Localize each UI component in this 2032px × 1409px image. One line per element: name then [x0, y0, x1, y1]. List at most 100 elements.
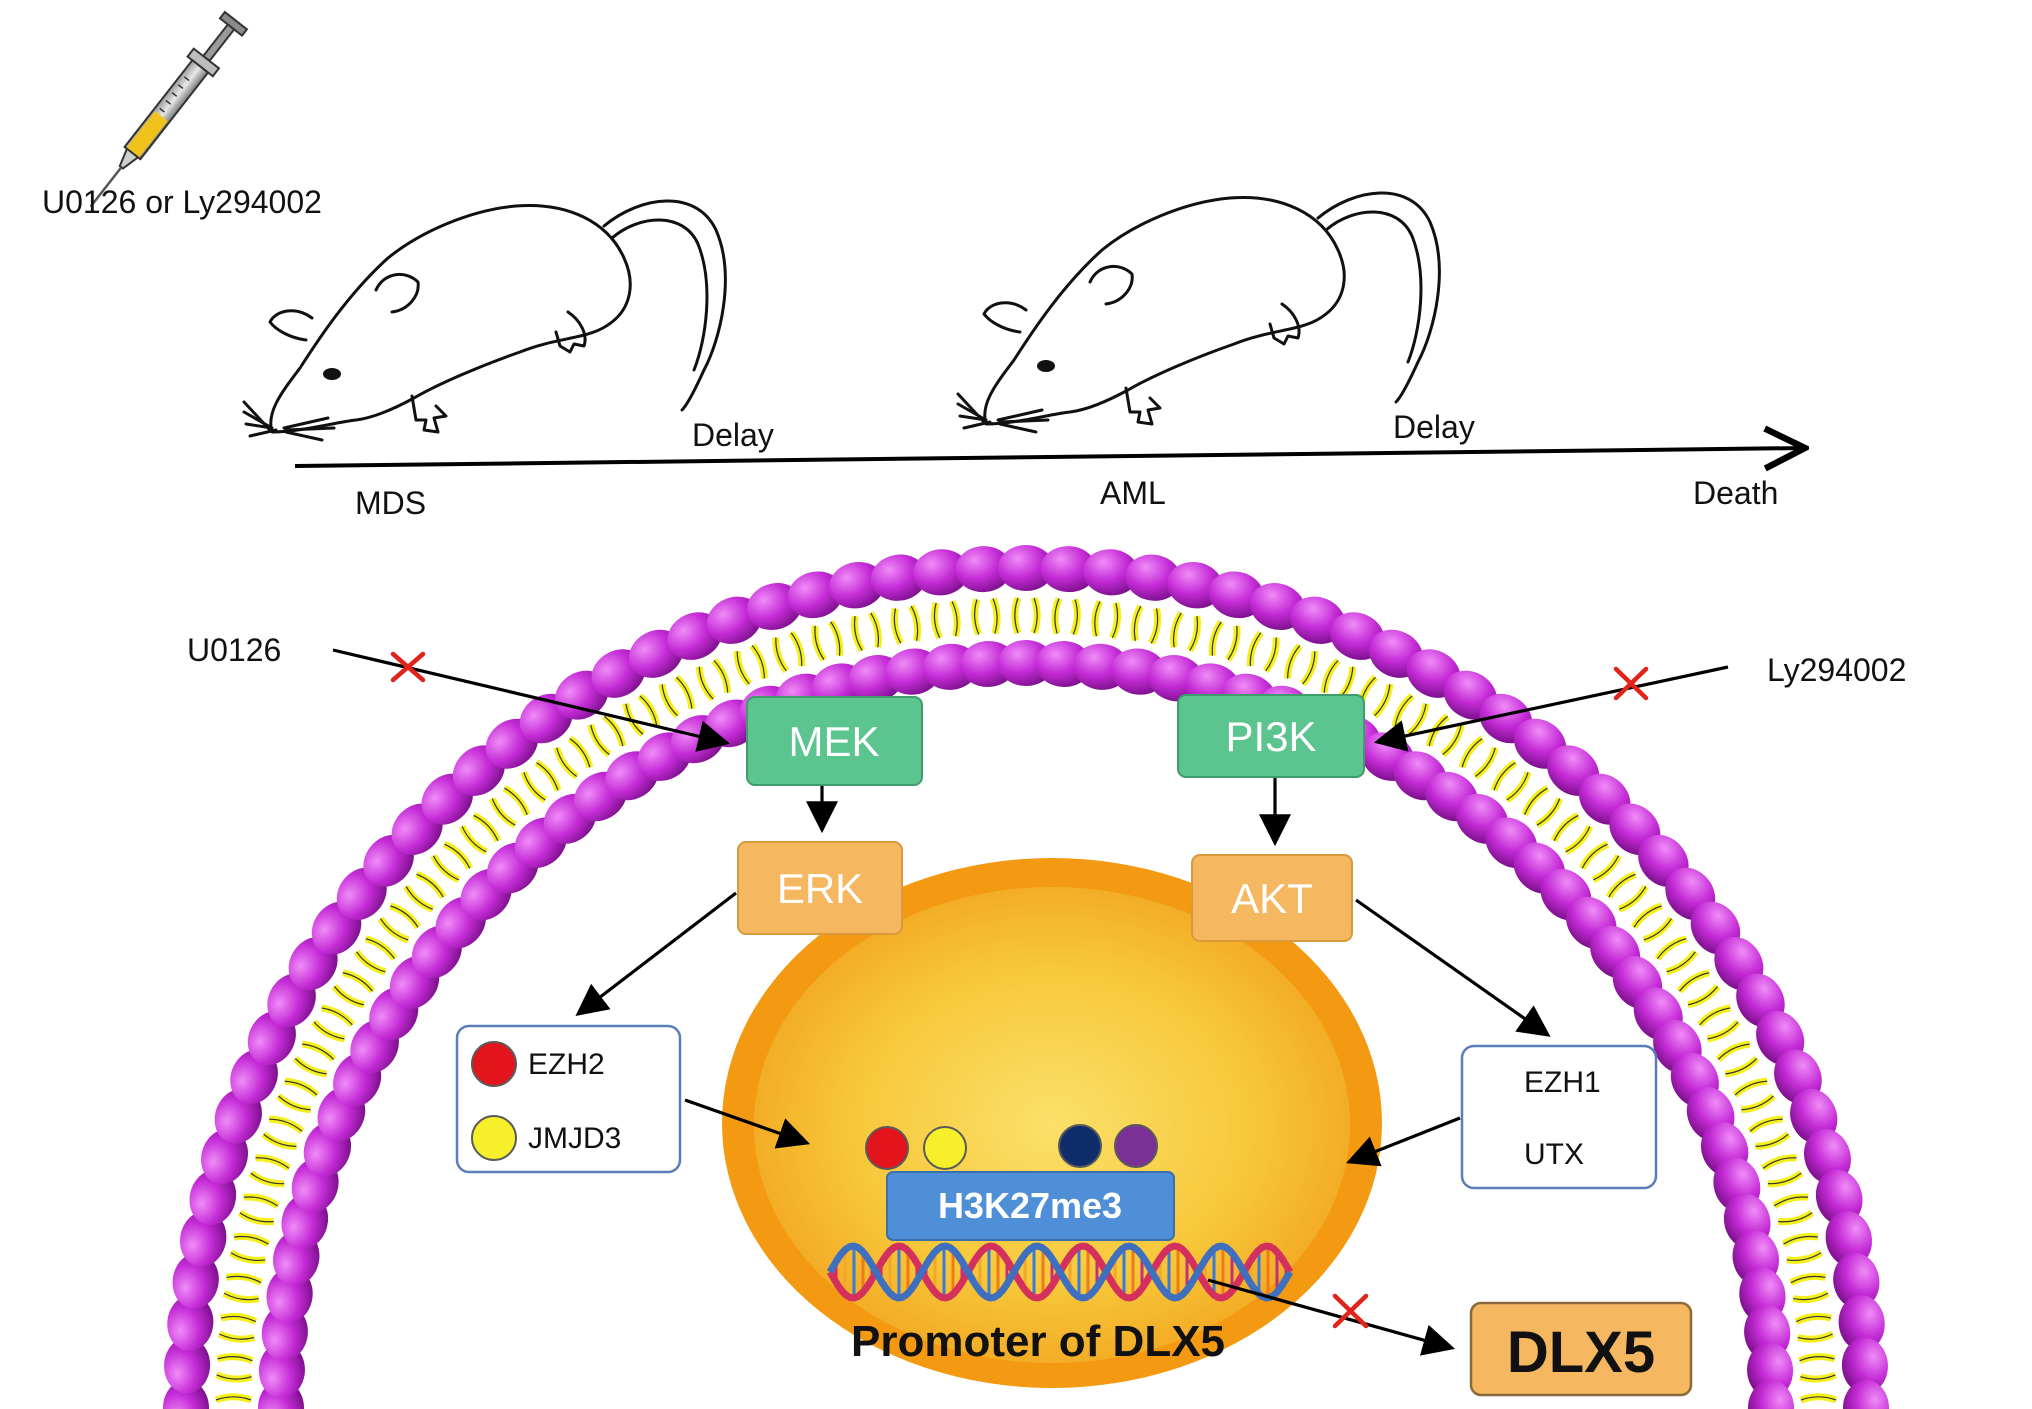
lipid-tail [1617, 884, 1649, 913]
lipid-tail-outline [1033, 597, 1038, 634]
lipid-tail [1706, 1019, 1741, 1043]
ezh1-label: EZH1 [1524, 1066, 1601, 1099]
stage-label-mds: MDS [355, 485, 426, 521]
lipid-tail-outline [1524, 787, 1548, 815]
lipid-tail [292, 1055, 328, 1078]
delay-label-2: Delay [1393, 409, 1475, 445]
lipid-head [955, 546, 1012, 593]
lipid-tail-outline [536, 762, 559, 791]
lipid-tail-outline [1795, 1315, 1832, 1323]
lipid-tail-outline [1072, 599, 1078, 635]
lipid-tail-outline [1725, 1058, 1758, 1075]
lipid-tail-outline [219, 1333, 255, 1340]
lipid-tail-outline [473, 814, 499, 842]
ezh1-utx-box: EZH1 UTX [1460, 1044, 1658, 1190]
lipid-tail [403, 884, 435, 913]
lipid-tail [389, 902, 422, 930]
lipid-tail-outline [661, 684, 678, 717]
lipid-tail-outline [1014, 597, 1019, 634]
lipid-tail [458, 824, 488, 855]
lipid-tail-outline [1767, 1172, 1802, 1185]
lipid-tail [502, 785, 531, 817]
lipid-tail [276, 1093, 311, 1114]
lipid-tail [284, 1077, 320, 1098]
lipid-tail [1630, 902, 1663, 930]
lipid-tail [1665, 949, 1699, 976]
lipid-head [179, 1211, 227, 1267]
dlx5-box: DLX5 [1469, 1301, 1693, 1397]
lipid-head [829, 561, 885, 609]
lipid-tail-outline [1493, 762, 1516, 791]
lipid-tail-outline [313, 1021, 345, 1040]
lipid-tail-outline [1800, 1396, 1837, 1401]
lipid-tail-outline [284, 1080, 318, 1096]
dlx5-label: DLX5 [1507, 1320, 1655, 1385]
lipid-tail-outline [1442, 724, 1462, 756]
jmjd3-dot-nucleus [923, 1126, 967, 1170]
lipid-head [1825, 1211, 1873, 1267]
lipid-tail-outline [1790, 1275, 1826, 1284]
arrow-erk-ezh2box [575, 891, 737, 1016]
lipid-tail-outline [321, 1007, 353, 1026]
lipid-tail [733, 651, 753, 687]
lipid-tail [1440, 724, 1465, 758]
lipid-tail-outline [217, 1356, 253, 1362]
utx-label: UTX [1524, 1138, 1584, 1171]
lipid-tail [658, 683, 681, 719]
h3k27me3-label: H3K27me3 [938, 1185, 1122, 1226]
lipid-head [1125, 554, 1182, 601]
lipid-head [1083, 549, 1139, 596]
lipid-head [164, 1337, 211, 1394]
akt-box: AKT [1191, 854, 1353, 942]
lipid-tail-outline [263, 1133, 297, 1147]
lipid-tail-outline [1302, 651, 1316, 685]
lipid-tail-outline [1133, 605, 1142, 641]
lipid-tail [1687, 984, 1721, 1009]
lipid-tail [1299, 651, 1319, 687]
lipid-tail-outline [992, 598, 998, 634]
lipid-tail-outline [342, 972, 374, 992]
lipid-tail [749, 643, 768, 679]
inhibit-cross-u0126-icon [390, 651, 426, 683]
lipid-tail-outline [416, 873, 444, 898]
pathway-arrows [332, 648, 1729, 1356]
lipid-tail [1473, 746, 1499, 780]
lipid-tail-outline [444, 843, 471, 869]
lipid-head [913, 549, 969, 596]
lipid-tail-outline [216, 1374, 252, 1380]
lipid-tail-outline [1699, 1007, 1731, 1026]
lipid-tail-outline [1707, 1021, 1739, 1040]
lipid-head [1838, 1295, 1885, 1351]
u0126-label: U0126 [187, 632, 281, 668]
lipid-tail-outline [1506, 772, 1529, 801]
mouse-aml-icon [956, 191, 1441, 434]
lipid-tail-outline [220, 1315, 257, 1323]
dna-helix-icon [826, 1242, 1294, 1302]
lipid-tail-outline [1793, 1292, 1829, 1301]
stage-label-aml: AML [1100, 475, 1166, 511]
lipid-tail-outline [1189, 616, 1199, 651]
lipid-tail [1697, 1004, 1731, 1028]
lipid-tail-outline [1657, 938, 1687, 960]
lipid-tail-outline [676, 676, 693, 709]
lipid-tail-outline [1150, 608, 1159, 644]
lipid-tail-outline [639, 695, 658, 727]
lipid-tail-outline [1678, 972, 1710, 992]
lipid-head [1841, 1337, 1888, 1394]
lipid-head [167, 1295, 214, 1351]
lipid-tail-outline [461, 826, 487, 853]
utx-dot-nucleus [1114, 1124, 1158, 1168]
lipid-tail-outline [751, 645, 765, 679]
erk-label: ERK [777, 865, 863, 912]
lipid-tail-outline [1741, 1095, 1774, 1111]
arrow-ezh2box-nucleus [684, 1098, 811, 1149]
lipid-tail [1521, 785, 1550, 817]
lipid-tail-outline [365, 938, 395, 960]
lipid-tail [1732, 1077, 1768, 1098]
lipid-tail-outline [830, 621, 841, 656]
lipid-tail [1747, 1115, 1783, 1135]
lipid-tail-outline [1633, 905, 1662, 928]
inhibit-cross-dlx5-icon [1332, 1293, 1369, 1329]
lipid-tail-outline [1287, 645, 1301, 679]
